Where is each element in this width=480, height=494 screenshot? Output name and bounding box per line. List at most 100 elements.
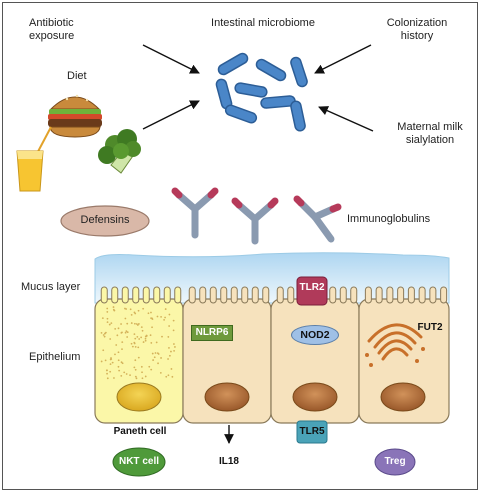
paneth-granule (114, 353, 116, 356)
paneth-granule (108, 323, 111, 326)
paneth-granule (117, 327, 120, 330)
microvillus (111, 286, 119, 304)
paneth-granule (141, 377, 144, 380)
microvillus (188, 286, 196, 304)
paneth-granule (167, 374, 170, 377)
label-maternal-milk: Maternal milk sialylation (397, 121, 463, 146)
paneth-granule (171, 375, 174, 378)
paneth-granule (126, 331, 129, 334)
paneth-granule (157, 362, 159, 365)
paneth-granule (148, 365, 151, 368)
paneth-nucleus (116, 382, 162, 412)
label-fut2: FUT2 (417, 322, 443, 333)
paneth-granule (144, 375, 147, 378)
paneth-granule (126, 322, 129, 325)
paneth-granule (117, 359, 120, 362)
paneth-granule (134, 368, 137, 371)
microvillus (329, 286, 337, 304)
immunoglobulin-icon (171, 187, 219, 239)
microvillus (230, 286, 238, 304)
microvillus (364, 286, 372, 304)
microvillus (418, 286, 426, 304)
paneth-granule (151, 352, 154, 355)
paneth-granule (134, 337, 137, 340)
arrow-colonization (314, 44, 372, 74)
paneth-granule (160, 315, 162, 318)
nucleus (380, 382, 426, 412)
paneth-granule (109, 338, 112, 340)
paneth-granule (144, 339, 147, 342)
paneth-granule (125, 308, 128, 310)
tlr5-receptor (296, 420, 328, 444)
paneth-granule (137, 309, 140, 312)
nucleus (292, 382, 338, 412)
microvillus (287, 286, 295, 304)
microvillus (350, 286, 358, 304)
paneth-granule (151, 318, 154, 321)
paneth-granule (168, 325, 171, 327)
nlrp6-box: NLRP6 (191, 325, 233, 341)
paneth-granule (121, 341, 124, 344)
nod2-ellipse: NOD2 (291, 325, 339, 345)
diagram-frame: Antibiotic exposure Intestinal microbiom… (2, 2, 478, 490)
microvillus (276, 286, 284, 304)
paneth-granule (134, 359, 137, 362)
microvillus (132, 286, 140, 304)
paneth-granule (118, 369, 121, 372)
paneth-granule (135, 377, 138, 380)
paneth-granule (150, 368, 153, 371)
microvillus (142, 286, 150, 304)
paneth-granule (115, 344, 118, 346)
paneth-granule (134, 345, 137, 348)
paneth-granule (137, 356, 140, 359)
paneth-granule (156, 352, 159, 355)
paneth-granule (163, 318, 165, 321)
broccoli-icon (98, 129, 141, 174)
paneth-granule (117, 351, 120, 354)
paneth-granule (150, 311, 152, 314)
fut2-golgi-icon (365, 323, 425, 367)
juice-glass-icon (16, 126, 52, 192)
paneth-granule (112, 308, 115, 311)
label-diet: Diet (67, 70, 87, 82)
paneth-granule (140, 326, 143, 328)
paneth-granule (105, 369, 108, 372)
paneth-granule (121, 348, 123, 351)
paneth-granule (173, 349, 175, 352)
microvillus (386, 286, 394, 304)
bacteria-cluster (215, 52, 308, 132)
microvillus (251, 286, 259, 304)
paneth-granule (160, 357, 162, 359)
paneth-granule (133, 322, 136, 325)
paneth-granule (168, 347, 170, 349)
paneth-granule (110, 357, 112, 359)
paneth-granule (130, 313, 133, 316)
paneth-granule (150, 317, 152, 319)
paneth-granule (140, 365, 143, 368)
paneth-granule (130, 322, 133, 324)
microvillus (174, 286, 182, 304)
paneth-granule (174, 346, 176, 348)
paneth-granule (100, 360, 103, 363)
paneth-granule (137, 346, 140, 349)
paneth-granule (133, 341, 136, 344)
microvillus (397, 286, 405, 304)
microvillus (209, 286, 217, 304)
paneth-granule (145, 334, 148, 337)
microvillus (429, 286, 437, 304)
paneth-granule (124, 331, 127, 334)
immunoglobulin-icon (231, 197, 279, 245)
paneth-granule (110, 322, 113, 325)
paneth-granule (106, 372, 108, 375)
paneth-granule (106, 317, 109, 320)
paneth-granule (126, 336, 129, 338)
paneth-granule (141, 329, 144, 332)
paneth-granule (138, 338, 141, 340)
microvillus (100, 286, 108, 304)
paneth-granule (102, 349, 105, 352)
paneth-granule (124, 317, 127, 320)
microvillus (440, 286, 448, 304)
paneth-granule (133, 366, 136, 369)
label-mucus-layer: Mucus layer (21, 281, 81, 293)
paneth-granule (153, 356, 156, 359)
